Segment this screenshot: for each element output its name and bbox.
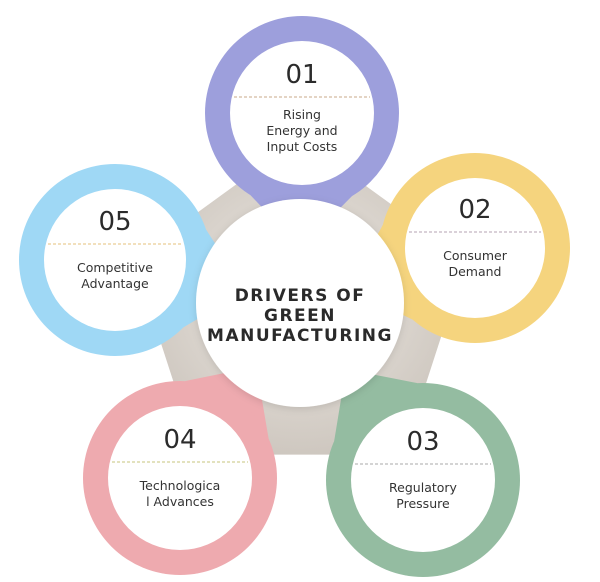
driver-label-line: l Advances	[146, 494, 214, 509]
driver-label-line: Demand	[448, 264, 501, 279]
driver-label-line: Input Costs	[267, 139, 338, 154]
driver-number: 05	[98, 207, 131, 237]
driver-number: 02	[458, 195, 491, 225]
driver-label-line: Rising	[283, 107, 321, 122]
center-title-line-2: GREEN	[264, 306, 336, 326]
driver-label-line: Energy and	[266, 123, 337, 138]
driver-label-line: Advantage	[81, 276, 149, 291]
driver-number: 03	[406, 427, 439, 457]
driver-label-line: Pressure	[396, 496, 450, 511]
bubble-inner	[351, 408, 495, 552]
center-title-line-3: MANUFACTURING	[207, 326, 393, 346]
driver-number: 01	[285, 60, 318, 90]
driver-label-line: Technologica	[139, 478, 221, 493]
driver-label-line: Regulatory	[389, 480, 457, 495]
driver-label-line: Competitive	[77, 260, 153, 275]
bubble-inner	[230, 41, 374, 185]
driver-label-line: Consumer	[443, 248, 508, 263]
bubble-inner	[44, 189, 186, 331]
driver-number: 04	[163, 425, 196, 455]
bubble-inner	[405, 178, 545, 318]
center-title-line-1: DRIVERS OF	[235, 286, 366, 306]
bubble-inner	[108, 406, 252, 550]
center-circle	[196, 199, 404, 407]
